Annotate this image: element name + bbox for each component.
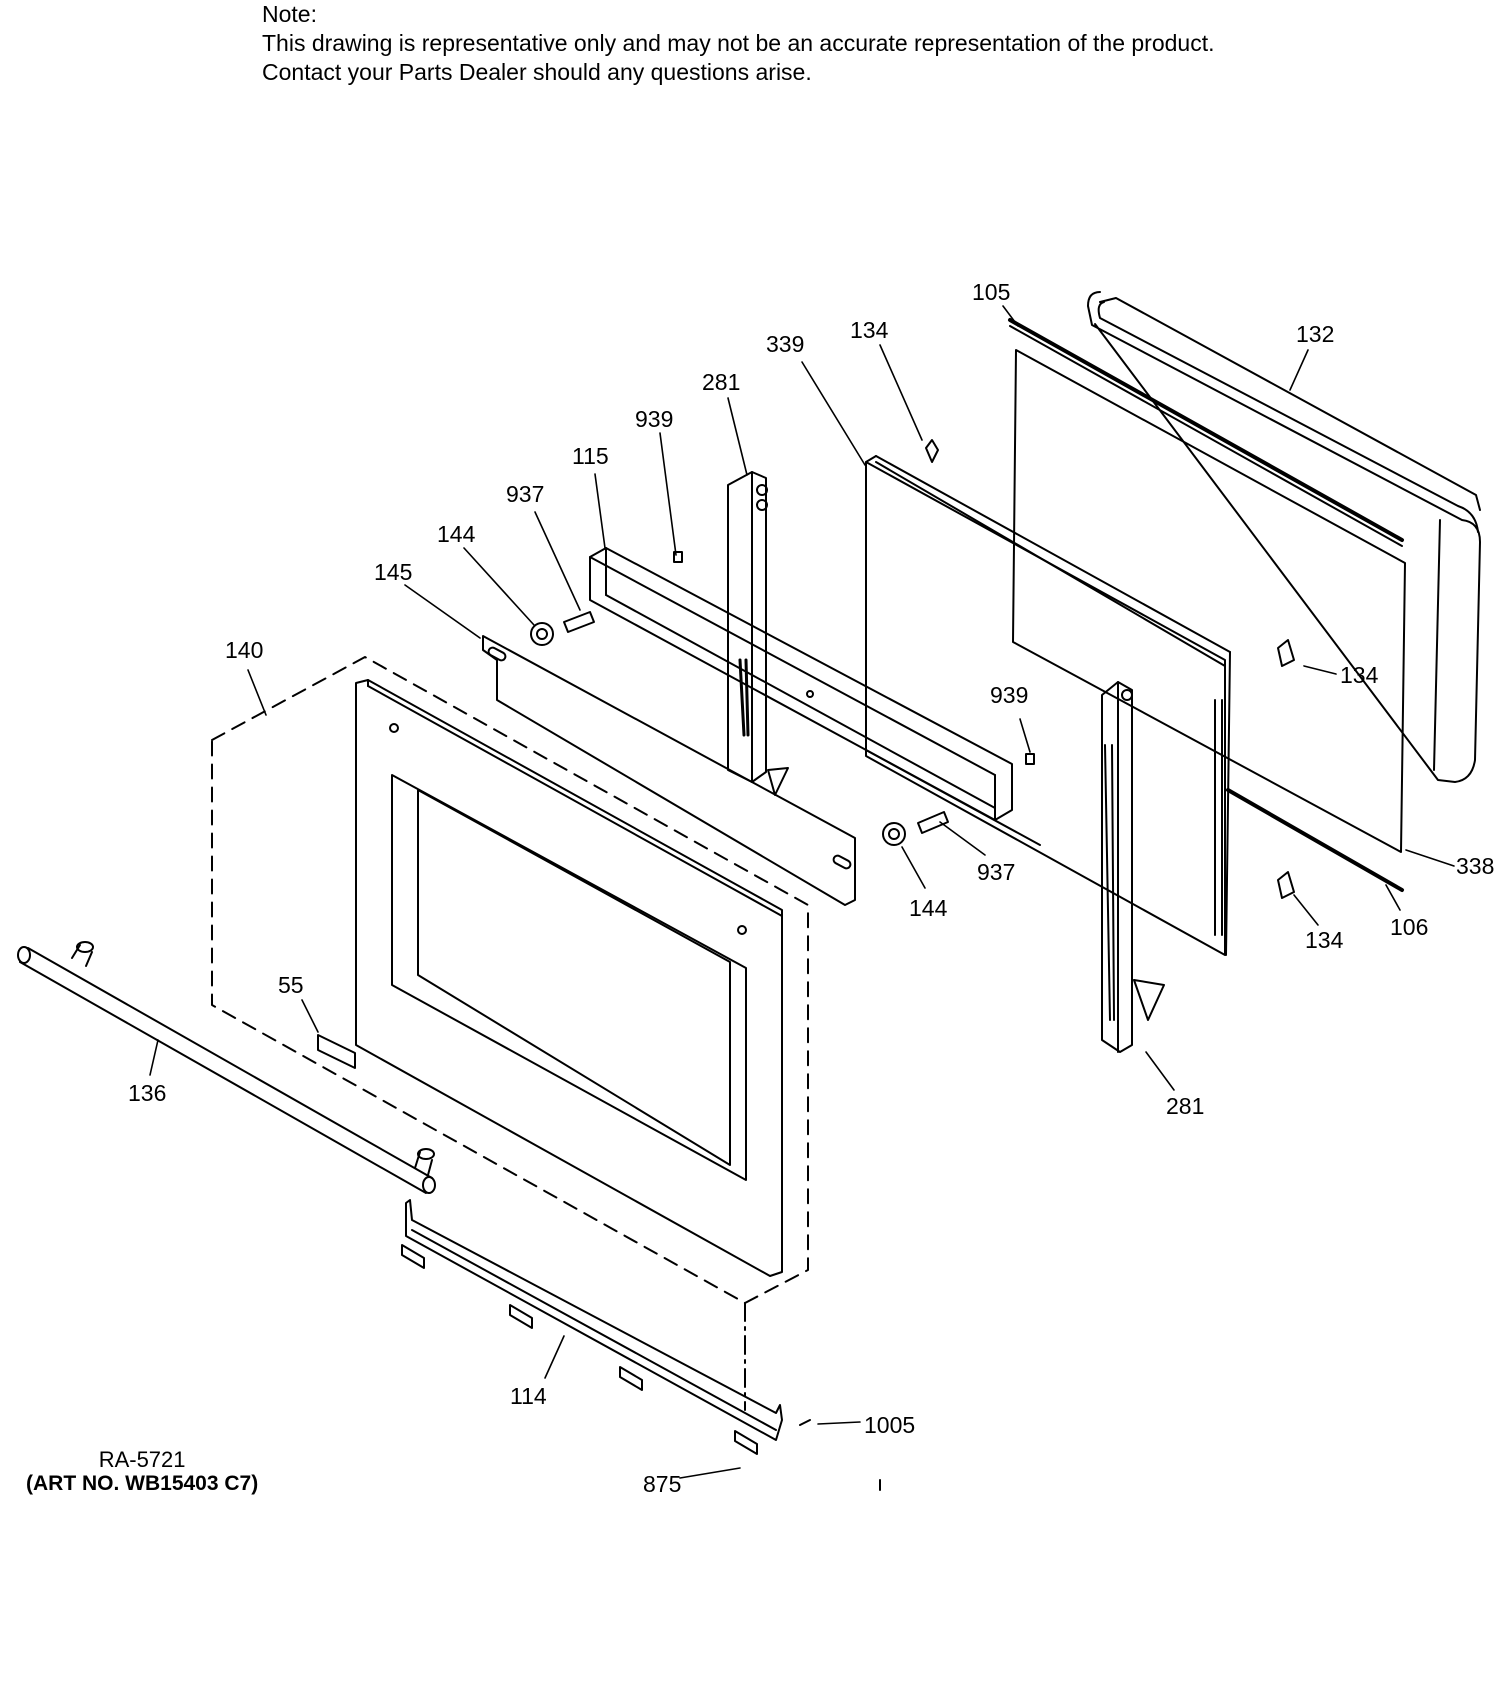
bottom-seal: [1226, 788, 1404, 892]
callout-875: 875: [643, 1471, 681, 1497]
callout-339: 339: [766, 331, 804, 357]
callout-115: 115: [572, 443, 609, 469]
leader-lines: [149, 305, 1455, 1479]
callout-134-top: 134: [850, 317, 889, 343]
callout-labels: 105 132 134 339 281 939 115 937 144 145 …: [128, 279, 1494, 1497]
drawing-code: RA-5721: [98, 1447, 186, 1472]
callout-134-middle: 134: [1340, 662, 1379, 688]
callout-939-right: 939: [990, 682, 1028, 708]
bottom-rail: [401, 1199, 783, 1455]
callout-105: 105: [972, 279, 1010, 305]
callout-281-bottom: 281: [1166, 1093, 1204, 1119]
callout-136: 136: [128, 1080, 166, 1106]
note-line-1: This drawing is representative only and …: [262, 30, 1215, 56]
front-door-panel: [317, 679, 783, 1277]
callout-134-bottom: 134: [1305, 927, 1344, 953]
callout-937-top: 937: [506, 481, 544, 507]
door-handle: [17, 941, 436, 1194]
note-line-2: Contact your Parts Dealer should any que…: [262, 59, 812, 85]
disclaimer-note: Note: This drawing is representative onl…: [262, 0, 1215, 87]
callout-144-top: 144: [437, 521, 476, 547]
callout-939-top: 939: [635, 406, 673, 432]
right-hinge: [1101, 681, 1165, 1053]
trim-plate: [482, 635, 856, 906]
callout-114: 114: [510, 1383, 547, 1409]
callout-132: 132: [1296, 321, 1334, 347]
callout-144-right: 144: [909, 895, 948, 921]
callout-338: 338: [1456, 853, 1494, 879]
callout-55: 55: [278, 972, 304, 998]
rear-door-frame: [1087, 291, 1481, 783]
note-title: Note:: [262, 1, 317, 27]
callout-140: 140: [225, 637, 263, 663]
left-hinge: [727, 471, 789, 796]
art-number: (ART NO. WB15403 C7): [26, 1472, 259, 1495]
callout-937-right: 937: [977, 859, 1015, 885]
top-channel: [589, 547, 1013, 821]
callout-145: 145: [374, 559, 412, 585]
callout-106: 106: [1390, 914, 1428, 940]
inner-glass-panel: [1008, 318, 1406, 853]
callout-1005: 1005: [864, 1412, 915, 1438]
small-parts: [530, 439, 1295, 1491]
drawing-reference: RA-5721 (ART NO. WB15403 C7): [26, 1448, 258, 1496]
callout-281-top: 281: [702, 369, 740, 395]
door-assembly-outline: [211, 656, 809, 1304]
